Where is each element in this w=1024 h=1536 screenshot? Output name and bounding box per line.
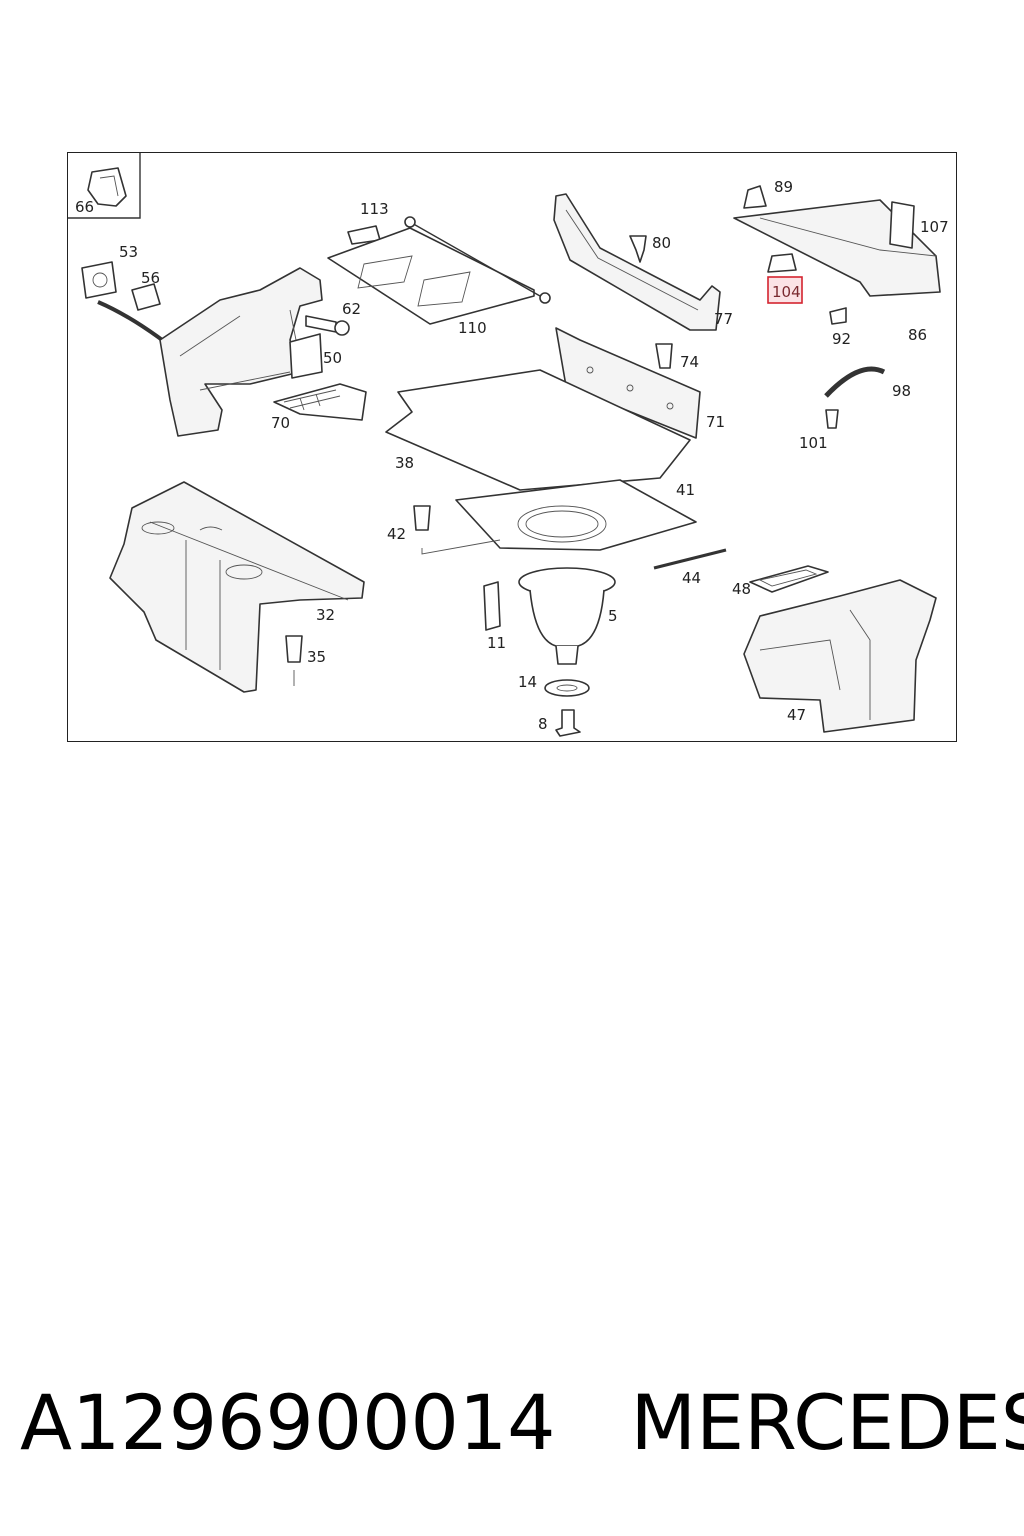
label-42: 42: [387, 525, 406, 543]
part-11[interactable]: [483, 581, 501, 631]
label-62: 62: [342, 300, 361, 318]
part-14[interactable]: [544, 679, 590, 697]
label-107: 107: [920, 218, 949, 236]
part-71[interactable]: [555, 327, 701, 439]
label-48: 48: [732, 580, 751, 598]
diagram-frame: [67, 152, 957, 742]
part-44[interactable]: [653, 548, 727, 570]
part-107[interactable]: [889, 201, 915, 249]
label-66: 66: [75, 198, 94, 216]
label-56: 56: [141, 269, 160, 287]
label-53: 53: [119, 243, 138, 261]
part-77[interactable]: [553, 193, 721, 331]
label-5: 5: [608, 607, 618, 625]
part-104[interactable]: [767, 253, 797, 273]
label-104: 104: [772, 283, 801, 301]
part-62[interactable]: [305, 315, 350, 336]
part-5[interactable]: [518, 567, 616, 665]
label-38: 38: [395, 454, 414, 472]
label-110: 110: [458, 319, 487, 337]
part-98[interactable]: [824, 366, 886, 398]
label-14: 14: [518, 673, 537, 691]
brand-name: MERCEDES: [630, 1377, 1024, 1467]
part-41[interactable]: [455, 479, 697, 551]
label-98: 98: [892, 382, 911, 400]
label-77: 77: [714, 310, 733, 328]
part-8[interactable]: [555, 709, 581, 737]
part-86[interactable]: [733, 199, 941, 297]
part-53[interactable]: [81, 261, 117, 299]
label-89: 89: [774, 178, 793, 196]
label-113: 113: [360, 200, 389, 218]
part-32[interactable]: [109, 481, 365, 693]
label-92: 92: [832, 330, 851, 348]
part-101[interactable]: [825, 409, 839, 429]
label-80: 80: [652, 234, 671, 252]
highlight-box-104: [767, 276, 803, 304]
label-44: 44: [682, 569, 701, 587]
part-110[interactable]: [327, 216, 551, 325]
label-70: 70: [271, 414, 290, 432]
part-number: A1296900014: [20, 1377, 556, 1467]
parts-diagram: 66 53 56 62 50 70 113 110 80 77 89 107 1…: [68, 153, 949, 737]
part-35[interactable]: [285, 635, 303, 663]
label-47: 47: [787, 706, 806, 724]
part-50[interactable]: [159, 267, 323, 437]
inset-box-66: [68, 153, 141, 219]
part-74[interactable]: [655, 343, 673, 369]
part-56[interactable]: [131, 283, 161, 311]
label-101: 101: [799, 434, 828, 452]
part-89[interactable]: [743, 185, 767, 209]
label-86: 86: [908, 326, 927, 344]
part-80[interactable]: [629, 235, 647, 263]
label-71: 71: [706, 413, 725, 431]
part-92[interactable]: [829, 307, 847, 325]
label-50: 50: [323, 349, 342, 367]
leader-lines: [293, 539, 501, 686]
part-48[interactable]: [749, 565, 829, 593]
label-74: 74: [680, 353, 699, 371]
label-11: 11: [487, 634, 506, 652]
part-42[interactable]: [413, 505, 431, 531]
footer-caption: A1296900014 MERCEDES: [20, 1372, 1024, 1472]
label-32: 32: [316, 606, 335, 624]
part-47[interactable]: [743, 579, 937, 733]
label-8: 8: [538, 715, 548, 733]
label-35: 35: [307, 648, 326, 666]
part-70[interactable]: [273, 383, 367, 421]
label-41: 41: [676, 481, 695, 499]
